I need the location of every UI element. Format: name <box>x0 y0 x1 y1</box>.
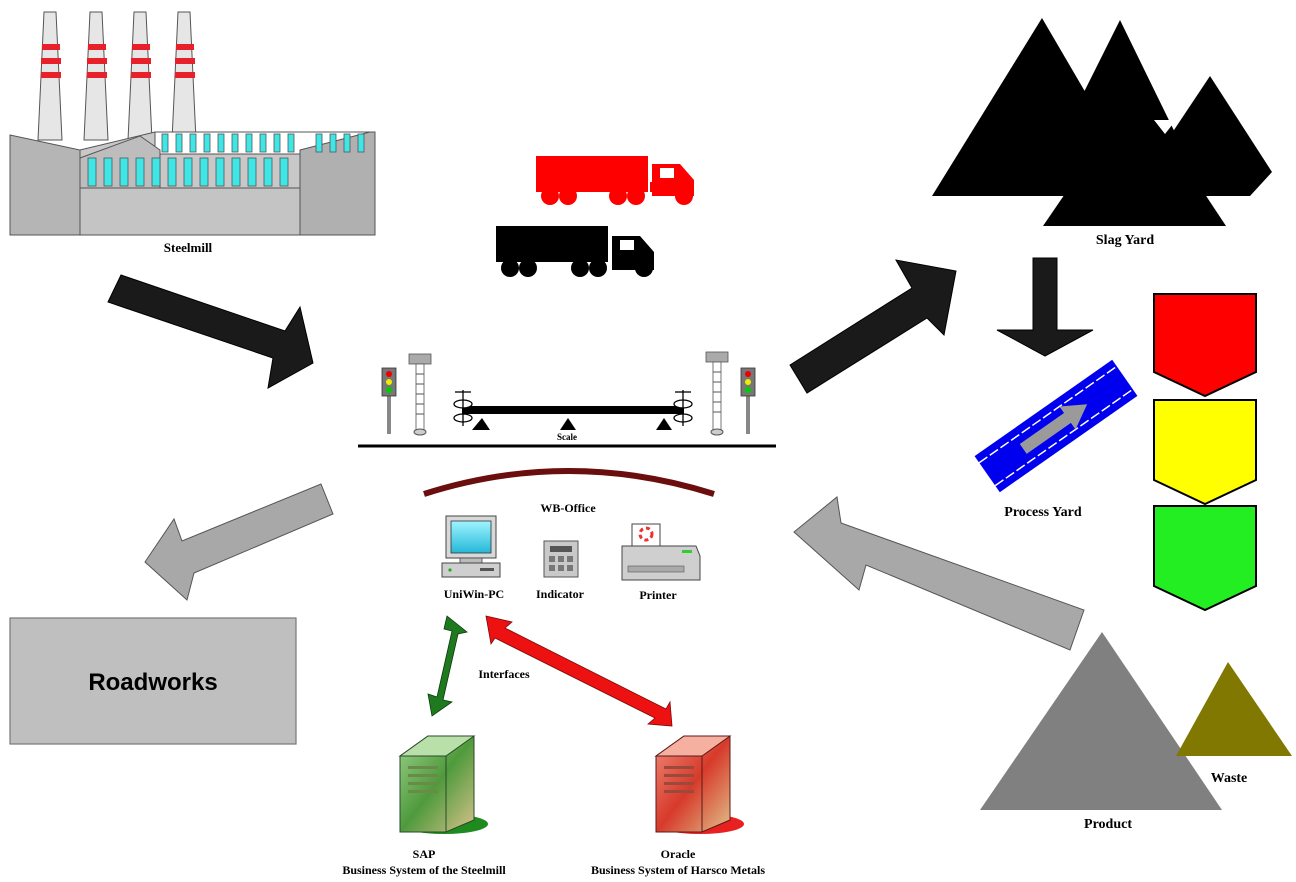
black-truck-icon <box>496 226 654 277</box>
process-yard-conveyor-icon <box>974 359 1138 493</box>
steelmill-icon <box>9 11 376 236</box>
indicator-icon <box>543 540 579 578</box>
red-shield <box>1153 293 1257 398</box>
interfaces-label: Interfaces <box>478 667 530 681</box>
oracle-title: Oracle <box>661 847 696 861</box>
scale-label: Scale <box>557 432 577 442</box>
slag-yard-label: Slag Yard <box>1096 233 1154 248</box>
green-shield <box>1153 505 1257 612</box>
printer-icon <box>621 523 701 581</box>
oracle-interface-arrow <box>485 615 673 727</box>
left-traffic-light-icon <box>381 367 397 434</box>
process-yard-label: Process Yard <box>1004 505 1082 520</box>
yellow-shield <box>1153 399 1257 506</box>
waste-label: Waste <box>1211 771 1248 786</box>
product-to-scale-arrow <box>793 496 1085 651</box>
sap-subtitle: Business System of the Steelmill <box>342 863 506 877</box>
quality-shields <box>1153 293 1257 612</box>
waste-pile-icon <box>1176 662 1292 756</box>
right-barrier-icon <box>705 351 729 436</box>
sap-interface-arrow <box>427 615 468 717</box>
uniwin-pc-icon <box>441 515 501 578</box>
left-barrier-icon <box>408 353 432 436</box>
red-truck-icon <box>536 156 694 205</box>
product-label: Product <box>1084 817 1132 832</box>
factory-windows <box>87 133 365 187</box>
right-traffic-light-icon <box>740 367 756 434</box>
product-pile-icon <box>980 632 1222 810</box>
oracle-subtitle: Business System of Harsco Metals <box>591 863 765 877</box>
slag-yard-icon <box>932 18 1272 226</box>
wb-office-label: WB-Office <box>540 501 596 515</box>
sap-server-icon <box>398 735 488 834</box>
roadworks-label: Roadworks <box>88 669 217 696</box>
roadworks-box <box>9 617 297 745</box>
printer-label: Printer <box>639 588 677 602</box>
smokestacks <box>37 11 197 141</box>
scale-to-slag-yard-arrow <box>789 259 957 394</box>
scale-icon <box>358 390 776 448</box>
oracle-server-icon <box>654 735 744 834</box>
scale-to-roadworks-arrow <box>144 483 334 601</box>
steelmill-to-scale-arrow <box>107 274 314 389</box>
steelmill-label: Steelmill <box>164 240 213 255</box>
sap-title: SAP <box>413 847 436 861</box>
wb-office-arc <box>423 468 715 497</box>
indicator-label: Indicator <box>536 587 585 601</box>
uniwin-pc-label: UniWin-PC <box>444 587 504 601</box>
slag-to-process-yard-arrow <box>996 257 1094 357</box>
